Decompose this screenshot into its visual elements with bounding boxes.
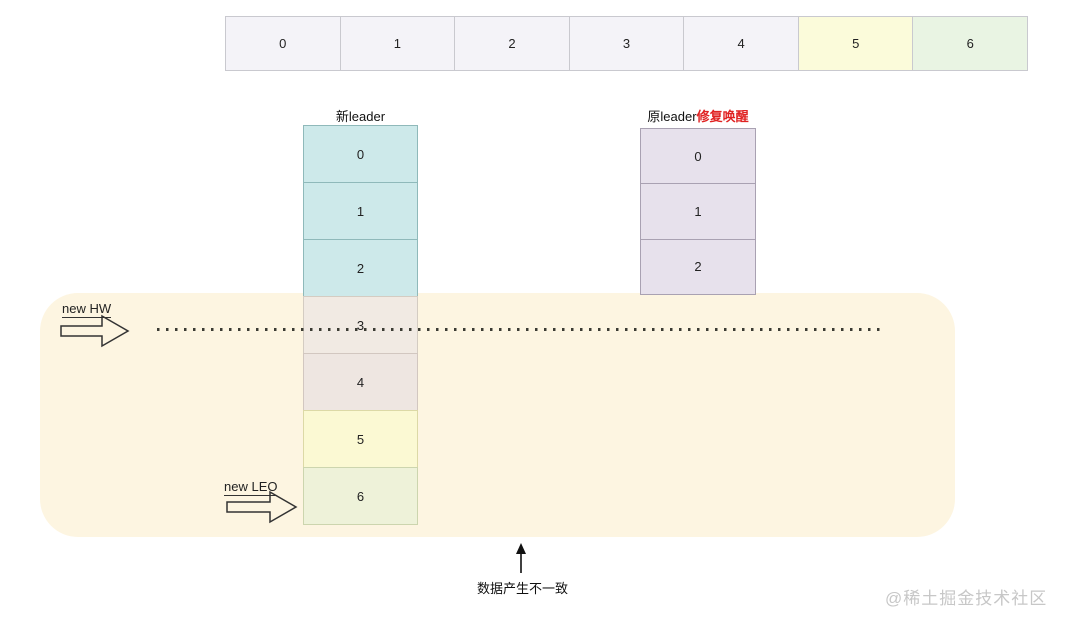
old-leader-cell-1: 1 xyxy=(640,183,756,240)
top-offset-cell-3: 3 xyxy=(569,17,685,70)
new-leo-arrow-icon xyxy=(226,490,298,524)
new-leader-cell-2: 2 xyxy=(303,239,418,297)
top-offset-cell-2: 2 xyxy=(455,17,570,70)
watermark: @稀土掘金技术社区 xyxy=(885,589,1048,608)
inconsistency-arrow-icon xyxy=(516,543,526,573)
old-leader-cell-2: 2 xyxy=(640,238,756,295)
top-offset-cell-6: 6 xyxy=(913,17,1028,70)
top-offset-cell-0: 0 xyxy=(226,17,341,70)
new-leader-cell-5: 5 xyxy=(303,410,418,468)
new-leader-cell-1: 1 xyxy=(303,182,418,240)
new-leader-cell-6: 6 xyxy=(303,467,418,525)
top-offset-cell-1: 1 xyxy=(340,17,456,70)
new-leader-label: 新leader xyxy=(335,109,386,124)
new-hw-arrow-icon xyxy=(60,314,130,348)
new-leo-label: new LEO xyxy=(224,479,278,496)
top-offset-row: 0 1 2 3 4 5 6 xyxy=(225,16,1028,71)
old-leader-label: 原leader修复唤醒 xyxy=(600,106,796,125)
new-leader-column: 0 1 2 3 4 5 6 xyxy=(303,125,418,525)
hw-dotted-line xyxy=(157,328,885,331)
top-offset-cell-5: 5 xyxy=(798,17,914,70)
old-leader-cell-0: 0 xyxy=(640,128,756,185)
inconsistency-note: 数据产生不一致 xyxy=(476,581,568,596)
new-leader-cell-4: 4 xyxy=(303,353,418,411)
new-hw-label: new HW xyxy=(62,301,112,318)
old-leader-label-text: 原leader xyxy=(647,109,697,124)
new-leader-cell-3: 3 xyxy=(303,296,418,354)
new-leader-cell-0: 0 xyxy=(303,125,418,183)
top-offset-cell-4: 4 xyxy=(684,17,799,70)
uncommitted-highlight-region xyxy=(40,293,955,537)
old-leader-label-highlight: 修复唤醒 xyxy=(696,109,749,124)
old-leader-column: 0 1 2 xyxy=(640,128,756,295)
